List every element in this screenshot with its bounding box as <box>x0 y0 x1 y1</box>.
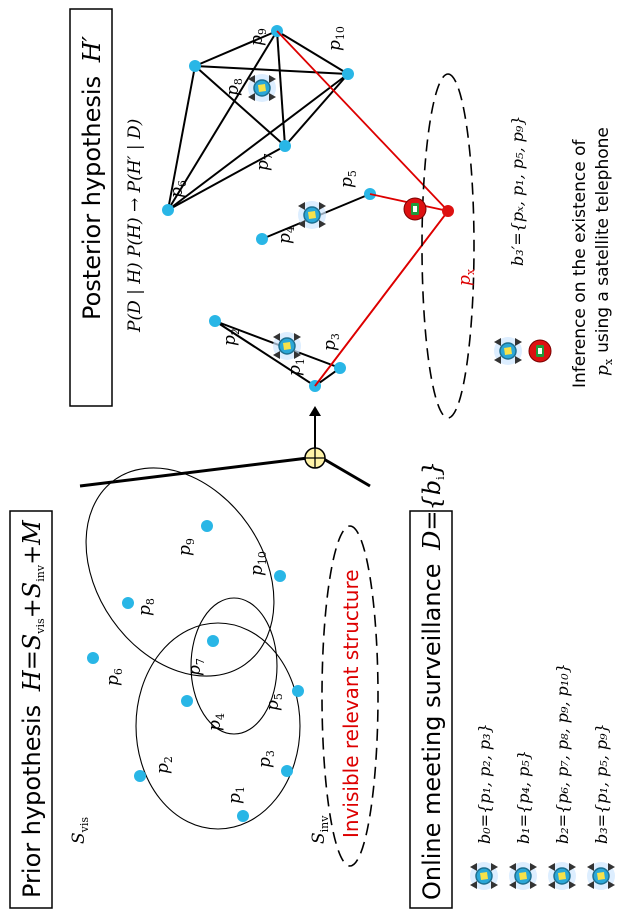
label-p8-post: p8 <box>223 78 245 96</box>
meeting-icon <box>508 861 538 891</box>
observation-b0: b₀={p₁, p₂, p₃} <box>475 723 494 844</box>
meeting-icon <box>586 861 616 891</box>
label-p6-post: p6 <box>167 180 189 198</box>
label-p5-post: p5 <box>337 170 359 188</box>
node-p10-post <box>342 68 354 80</box>
label-p9: p9 <box>175 538 197 556</box>
node-p6-post <box>162 204 174 216</box>
label-p4: p4 <box>205 713 227 731</box>
prior-hypothesis-panel: Prior hypothesis H=Svis+Sinv+M Svis Sinv… <box>9 467 379 909</box>
label-p2: p2 <box>153 756 175 774</box>
posterior-formula: P(D | H) P(H) → P(H′ | D) <box>125 119 145 333</box>
node-p7-post <box>279 140 291 152</box>
observation-b2: b₂={p₆, p₇, p₈, p₉, p₁₀} <box>553 663 572 844</box>
satellite-phone-icon <box>403 197 427 221</box>
arrow-right-icon <box>309 406 321 416</box>
label-p9-post: p9 <box>247 28 269 46</box>
label-p10-post: p10 <box>325 26 347 51</box>
label-p1-post: p1 <box>285 358 307 376</box>
meeting-icon <box>493 336 523 366</box>
surveillance-formula: D={bi} <box>418 461 447 551</box>
observation-b1: b₁={p₄, p₅} <box>514 750 533 844</box>
svg-text:Posterior hypothesis H′: Posterior hypothesis H′ <box>78 35 106 320</box>
svg-text:Prior hypothesis H=Svis+: Prior hypothesis H=Svis+Sinv+M <box>18 519 47 898</box>
node-p5 <box>292 685 304 697</box>
node-px <box>442 205 454 217</box>
surveillance-panel: Online meeting surveillance D={bi} b₀={p… <box>409 461 616 909</box>
node-p3 <box>281 765 293 777</box>
prior-hypothesis-formula: H=Svis+Sinv+M <box>18 519 47 692</box>
node-p6 <box>87 652 99 664</box>
cluster-b1-ellipse <box>190 597 278 735</box>
node-p8-post <box>189 60 201 72</box>
prior-nodes <box>87 520 304 822</box>
label-p7-post: p7 <box>253 153 275 171</box>
node-p4 <box>181 695 193 707</box>
meeting-icon <box>547 861 577 891</box>
cluster-b2-ellipse <box>85 467 275 677</box>
inference-caption-line2: pxusing a satellite telephone <box>593 127 615 376</box>
posterior-hypothesis-title: Posterior hypothesis <box>78 76 106 320</box>
inferred-links <box>276 30 449 387</box>
posterior-hypothesis-panel: Posterior hypothesis H′ P(D | H) P(H) → … <box>69 8 615 419</box>
label-p5: p5 <box>263 693 285 711</box>
label-p3-post: p3 <box>320 333 342 351</box>
inferred-observation-text: b₃′={pₓ, p₁, p₅, p₉} <box>508 116 527 266</box>
structure-b0 <box>209 315 346 392</box>
label-p8: p8 <box>135 598 157 616</box>
inferred-observation: b₃′={pₓ, p₁, p₅, p₉} <box>493 116 552 366</box>
cluster-b0-ellipse <box>135 622 301 830</box>
node-p2 <box>134 770 146 782</box>
node-p2-post <box>209 315 221 327</box>
label-p1: p1 <box>225 786 247 804</box>
label-p10: p10 <box>247 551 269 576</box>
label-px: px <box>455 268 477 286</box>
surveillance-title: Online meeting surveillance <box>418 563 446 900</box>
prior-node-labels: p1 p2 p3 p4 p5 p6 p7 p8 p9 p10 <box>103 538 285 804</box>
node-p1 <box>237 810 249 822</box>
label-p7: p7 <box>185 658 207 676</box>
meeting-icon <box>247 73 277 103</box>
prior-hypothesis-title: Prior hypothesis <box>18 705 46 898</box>
combination-operator <box>79 406 371 488</box>
label-p4-post: p4 <box>275 226 297 244</box>
label-p3: p3 <box>255 750 277 768</box>
inference-caption-line1: Inference on the existence of <box>570 139 590 388</box>
s-vis-label: Svis <box>69 817 91 844</box>
node-p4-post <box>256 233 268 245</box>
label-p2-post: p2 <box>220 328 242 346</box>
observation-b3: b₃={p₁, p₅, p₉} <box>592 723 611 844</box>
s-inv-label: Sinv <box>309 815 331 844</box>
label-p6: p6 <box>103 668 125 686</box>
structure-b2 <box>162 25 354 216</box>
meeting-icon <box>297 200 327 230</box>
satellite-phone-icon <box>528 339 552 363</box>
structure-b1 <box>256 188 376 245</box>
node-p7 <box>207 635 219 647</box>
invisible-structure-ellipse <box>321 525 379 867</box>
invisible-structure-label: Invisible relevant structure <box>339 569 363 838</box>
meeting-icon <box>272 331 302 361</box>
node-p10 <box>274 570 286 582</box>
px-region-ellipse <box>421 73 475 419</box>
node-p9 <box>201 520 213 532</box>
posterior-hypothesis-box <box>69 8 113 407</box>
surveillance-box <box>409 510 453 909</box>
svg-text:Online meeting surveillance: Online meeting surveillance D={bi} <box>418 461 447 900</box>
node-p3-post <box>334 362 346 374</box>
node-p8 <box>122 597 134 609</box>
meeting-icon <box>469 861 499 891</box>
observation-list: b₀={p₁, p₂, p₃} b₁={p₄, p₅} b₂={p₆, p₇, … <box>469 663 616 891</box>
prior-hypothesis-box <box>9 510 53 909</box>
